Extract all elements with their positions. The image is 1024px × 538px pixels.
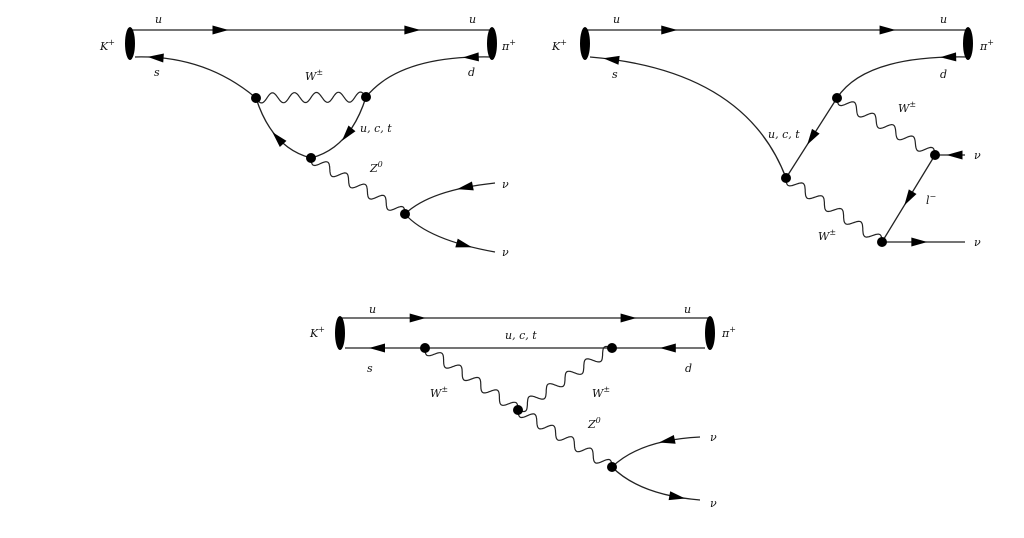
arrow-icon xyxy=(457,181,474,191)
arrow-icon xyxy=(409,313,426,323)
label-d: d xyxy=(940,68,947,81)
label-nu-bottom: ν xyxy=(710,497,717,510)
label-s: s xyxy=(612,68,618,81)
vertex-dot xyxy=(306,153,316,163)
arrow-icon xyxy=(911,237,928,247)
fermion-line xyxy=(310,96,367,159)
vertex-dot xyxy=(781,173,791,183)
arrow-icon xyxy=(668,491,686,501)
label-w-top: W± xyxy=(898,100,916,115)
arrow-icon xyxy=(147,53,164,63)
arrow-icon xyxy=(659,343,676,353)
label-w-bottom: W± xyxy=(818,228,836,243)
vertex-dot xyxy=(513,405,523,415)
label-k-plus: K+ xyxy=(551,38,567,53)
label-u-right: u xyxy=(684,303,691,316)
boson-wavy-line xyxy=(517,409,613,468)
label-nu-bottom: ν xyxy=(974,236,981,249)
arrow-icon xyxy=(341,125,356,141)
arrow-icon xyxy=(904,189,917,206)
label-w-left: W± xyxy=(430,385,448,400)
label-z: Z0 xyxy=(369,160,383,175)
arrow-icon xyxy=(620,313,637,323)
boson-wavy-line xyxy=(310,157,406,215)
arrow-icon xyxy=(272,132,287,147)
label-nu-top: ν xyxy=(974,149,981,162)
vertex-dot xyxy=(832,93,842,103)
label-w: W± xyxy=(305,68,323,83)
label-k-plus: K+ xyxy=(99,38,115,53)
diagram-2-labels: K+ π+ u u s d W± u, c, t ν l− W± ν xyxy=(551,13,994,249)
label-loop-quarks: u, c, t xyxy=(768,128,800,141)
vertex-dot xyxy=(361,92,371,102)
meson-blob xyxy=(580,27,590,60)
meson-blob xyxy=(963,27,973,60)
vertex-dot xyxy=(877,237,887,247)
label-u-right: u xyxy=(940,13,947,26)
propagator-lines xyxy=(125,25,973,501)
boson-wavy-line xyxy=(424,348,519,410)
meson-blob xyxy=(705,316,715,350)
label-loop-quarks: u, c, t xyxy=(505,329,537,342)
label-d: d xyxy=(685,362,692,375)
vertex-dot xyxy=(251,93,261,103)
label-loop-quarks: u, c, t xyxy=(360,122,392,135)
arrow-icon xyxy=(603,55,620,65)
vertex-dot xyxy=(607,343,617,353)
fermion-line xyxy=(611,436,701,468)
vertex-dot xyxy=(607,462,617,472)
diagram-1-labels: K+ π+ u u s d W± u, c, t Z0 ν ν xyxy=(99,13,516,259)
boson-wavy-line xyxy=(255,91,367,104)
arrow-icon xyxy=(879,25,896,35)
arrow-icon xyxy=(661,25,678,35)
arrow-icon xyxy=(462,52,479,62)
label-u-left: u xyxy=(369,303,376,316)
boson-wavy-line xyxy=(836,97,936,156)
label-d: d xyxy=(468,66,475,79)
arrow-icon xyxy=(946,150,963,160)
arrow-icon xyxy=(807,128,820,145)
label-pi-plus: π+ xyxy=(501,38,516,53)
arrow-icon xyxy=(369,343,385,353)
fermion-line xyxy=(255,97,312,159)
label-w-right: W± xyxy=(592,385,610,400)
boson-wavy-line xyxy=(517,345,613,413)
label-pi-plus: π+ xyxy=(979,38,994,53)
vertex-dot xyxy=(930,150,940,160)
arrow-icon xyxy=(659,434,676,444)
label-u-left: u xyxy=(613,13,620,26)
arrow-icon xyxy=(212,25,229,35)
label-pi-plus: π+ xyxy=(721,325,736,340)
diagram-3-labels: K+ π+ u u u, c, t s d W± W± Z0 ν ν xyxy=(309,303,736,510)
arrow-icon xyxy=(940,52,957,62)
label-lepton: l− xyxy=(926,192,936,207)
arrow-icon xyxy=(404,25,421,35)
fermion-line xyxy=(589,56,787,179)
fermion-line xyxy=(836,56,969,99)
label-s: s xyxy=(154,66,160,79)
label-s: s xyxy=(367,362,373,375)
fermion-line xyxy=(611,466,701,501)
label-nu-bottom: ν xyxy=(502,246,509,259)
label-z: Z0 xyxy=(587,416,601,431)
arrow-icon xyxy=(455,238,472,248)
vertex-dot xyxy=(420,343,430,353)
vertex-dot xyxy=(400,209,410,219)
meson-blob xyxy=(487,27,497,60)
label-k-plus: K+ xyxy=(309,325,325,340)
label-nu-top: ν xyxy=(502,178,509,191)
label-nu-top: ν xyxy=(710,431,717,444)
boson-wavy-line xyxy=(785,178,883,242)
meson-blob xyxy=(335,316,345,350)
fermion-line xyxy=(404,182,496,215)
meson-blob xyxy=(125,27,135,60)
fermion-line xyxy=(404,213,496,253)
label-u-right: u xyxy=(469,13,476,26)
label-u-left: u xyxy=(155,13,162,26)
